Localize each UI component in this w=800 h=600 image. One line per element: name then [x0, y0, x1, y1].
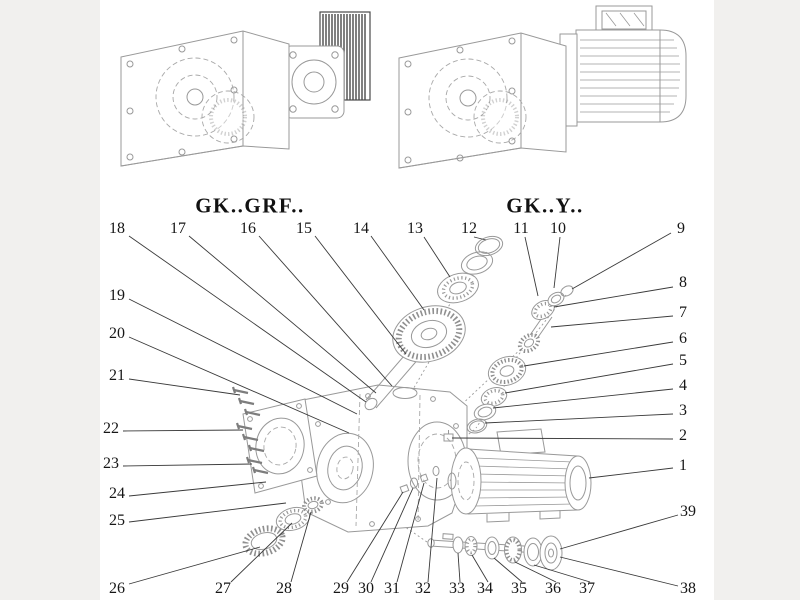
screws — [231, 386, 269, 475]
callout-7: 7 — [679, 304, 687, 321]
ring-gear — [242, 525, 286, 557]
bearing-mid — [480, 387, 508, 407]
callout-27: 27 — [215, 580, 231, 597]
bearing-lower-left — [275, 506, 311, 532]
callout-22: 22 — [103, 420, 119, 437]
leader-lines — [122, 232, 679, 587]
callout-31: 31 — [384, 580, 400, 597]
output-shaft-assembly — [427, 533, 563, 571]
callout-34: 34 — [477, 580, 493, 597]
assembly-axes — [397, 251, 567, 543]
ring-mid — [473, 403, 497, 421]
callout-2: 2 — [679, 427, 687, 444]
callout-25: 25 — [109, 512, 125, 529]
gear-housing-box — [120, 30, 290, 167]
callout-16: 16 — [240, 220, 256, 237]
callout-11: 11 — [513, 220, 529, 237]
callout-15: 15 — [296, 220, 312, 237]
callout-18: 18 — [109, 220, 125, 237]
drawing-gk-y — [398, 5, 687, 169]
pinion-ring — [547, 291, 565, 307]
callout-37: 37 — [579, 580, 595, 597]
callout-36: 36 — [545, 580, 561, 597]
callout-14: 14 — [353, 220, 369, 237]
callout-13: 13 — [407, 220, 423, 237]
exploded-motor — [447, 428, 592, 523]
exploded-view — [231, 235, 592, 571]
callout-26: 26 — [109, 580, 125, 597]
input-flange — [283, 45, 345, 119]
callout-28: 28 — [276, 580, 292, 597]
page-margin-left — [0, 0, 100, 600]
callout-10: 10 — [550, 220, 566, 237]
bearing-upper — [437, 272, 479, 304]
callout-30: 30 — [358, 580, 374, 597]
pinion-shaft — [517, 311, 553, 354]
callout-29: 29 — [333, 580, 349, 597]
callout-4: 4 — [679, 377, 687, 394]
callout-5: 5 — [679, 352, 687, 369]
vent-plug — [443, 430, 454, 442]
callout-19: 19 — [109, 287, 125, 304]
page-margin-right — [714, 0, 800, 600]
callout-23: 23 — [103, 455, 119, 472]
callout-21: 21 — [109, 367, 125, 384]
drawing-gk-grf — [120, 11, 371, 167]
ring-upper — [460, 251, 494, 275]
gear-shaft-assembly — [364, 305, 466, 411]
bevel-gear — [487, 355, 527, 387]
callout-1: 1 — [679, 457, 687, 474]
housing — [299, 384, 468, 533]
callout-9: 9 — [677, 220, 685, 237]
callout-12: 12 — [461, 220, 477, 237]
gear-housing-box — [398, 32, 567, 169]
callout-17: 17 — [170, 220, 186, 237]
keys-and-plugs — [399, 465, 440, 494]
circlip-upper — [474, 235, 504, 257]
callout-3: 3 — [679, 402, 687, 419]
electric-motor — [559, 5, 687, 127]
callout-33: 33 — [449, 580, 465, 597]
callout-32: 32 — [415, 580, 431, 597]
callout-8: 8 — [679, 274, 687, 291]
callout-20: 20 — [109, 325, 125, 342]
callout-35: 35 — [511, 580, 527, 597]
flange-plate — [242, 398, 318, 494]
variant-label-gk-y: GK..Y.. — [506, 193, 584, 218]
callout-39: 39 — [680, 503, 696, 520]
pinion-nut — [560, 285, 574, 297]
callout-6: 6 — [679, 330, 687, 347]
callout-24: 24 — [109, 485, 125, 502]
small-gear-lower-left — [302, 496, 324, 514]
variant-label-gk-grf: GK..GRF.. — [195, 193, 305, 218]
callout-38: 38 — [680, 580, 696, 597]
